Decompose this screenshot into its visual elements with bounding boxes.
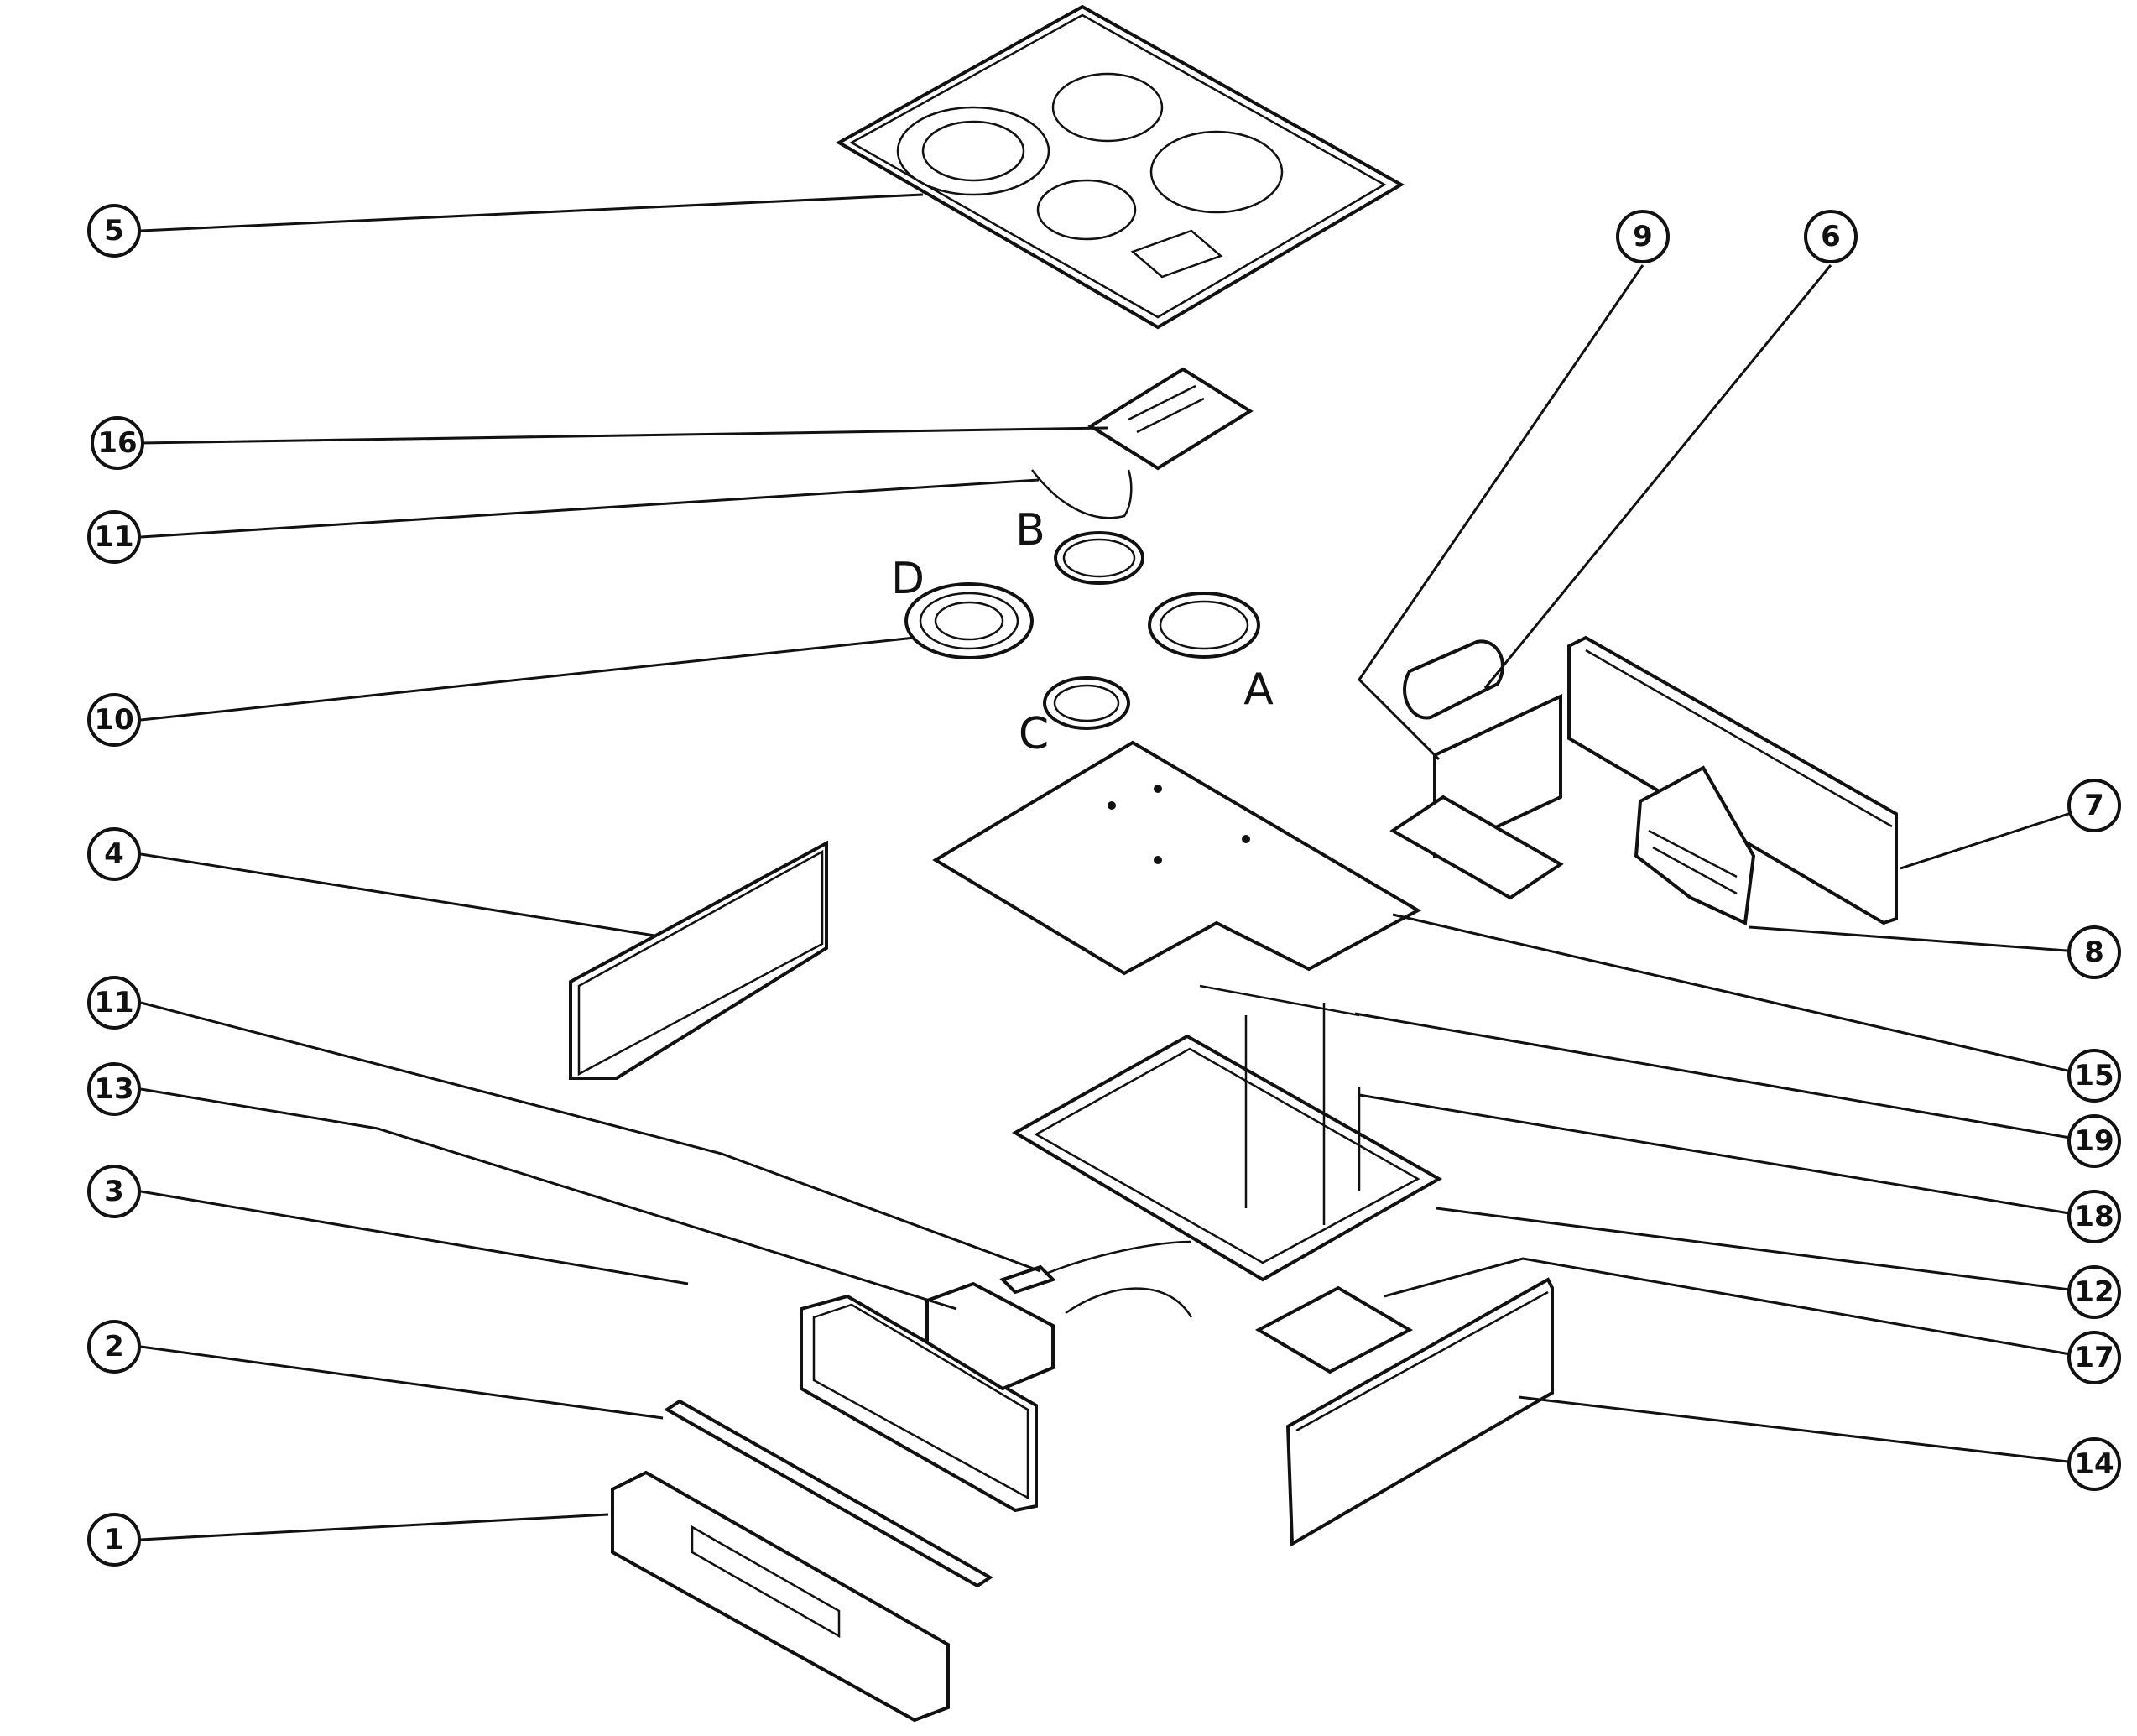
letter-c: C: [1019, 709, 1049, 759]
svg-text:14: 14: [2074, 1447, 2114, 1481]
svg-text:10: 10: [94, 703, 133, 737]
wire-harness-11-upper: [1031, 469, 1133, 519]
svg-text:1: 1: [104, 1523, 124, 1556]
callout-7: 7: [2067, 779, 2121, 832]
element-b: [1054, 531, 1144, 585]
callout-12: 12: [2067, 1265, 2121, 1319]
callout-15: 15: [2067, 1049, 2121, 1103]
callout-18: 18: [2067, 1190, 2121, 1243]
element-a: [1148, 592, 1260, 659]
callout-16: 16: [91, 416, 144, 470]
motor-part-6: [1403, 639, 1504, 720]
callout-13: 13: [87, 1062, 141, 1116]
cooktop-glass-part: [835, 4, 1405, 330]
callout-14: 14: [2067, 1437, 2121, 1491]
svg-text:17: 17: [2074, 1341, 2114, 1374]
callout-9: 9: [1616, 210, 1670, 263]
letter-a: A: [1243, 665, 1274, 715]
svg-text:7: 7: [2084, 789, 2104, 822]
svg-text:9: 9: [1633, 220, 1653, 253]
wire-harness-11-lower: [999, 1240, 1193, 1318]
callout-4: 4: [87, 827, 141, 881]
svg-text:6: 6: [1821, 220, 1841, 253]
left-side-panel-4: [569, 840, 828, 1080]
trim-strip-2: [664, 1399, 993, 1588]
svg-text:11: 11: [94, 986, 133, 1019]
bracket-9: [1389, 693, 1564, 900]
svg-text:8: 8: [2084, 936, 2104, 969]
svg-text:12: 12: [2074, 1275, 2114, 1309]
callout-5: 5: [87, 204, 141, 258]
callout-2: 2: [87, 1320, 141, 1374]
svg-text:2: 2: [104, 1330, 124, 1363]
svg-text:18: 18: [2074, 1200, 2114, 1233]
callout-17: 17: [2067, 1331, 2121, 1384]
small-plate-17: [1254, 1285, 1414, 1374]
svg-text:15: 15: [2074, 1059, 2114, 1092]
front-panel-1: [611, 1470, 950, 1723]
callout-10: 10: [87, 693, 141, 747]
letter-b: B: [1015, 505, 1045, 555]
callout-8: 8: [2067, 925, 2121, 979]
svg-text:13: 13: [94, 1072, 133, 1106]
svg-text:5: 5: [104, 214, 124, 248]
element-d: [904, 582, 1034, 659]
svg-text:3: 3: [104, 1175, 124, 1208]
letter-d: D: [891, 554, 925, 604]
control-board-13: [925, 1281, 1055, 1391]
callout-3: 3: [87, 1165, 141, 1218]
right-side-panel-14: [1285, 1277, 1554, 1547]
leader-lines: [140, 193, 2090, 1541]
insulation-sheet-15: [932, 740, 1422, 976]
back-panel-7: [1567, 635, 1898, 925]
bracket-plate-16: [1087, 367, 1254, 471]
svg-text:4: 4: [104, 837, 124, 871]
element-c: [1043, 676, 1130, 730]
callout-6: 6: [1804, 210, 1858, 263]
control-panel-3: [800, 1294, 1038, 1513]
svg-text:16: 16: [97, 426, 137, 460]
callout-19: 19: [2067, 1114, 2121, 1168]
control-assembly-8: [1634, 765, 1756, 925]
base-tray-12: [1011, 984, 1443, 1282]
svg-text:19: 19: [2074, 1124, 2114, 1158]
callout-1: 1: [87, 1513, 141, 1567]
callout-11-lower: 11: [87, 976, 141, 1030]
callout-11-upper: 11: [87, 510, 141, 564]
svg-text:11: 11: [94, 520, 133, 554]
